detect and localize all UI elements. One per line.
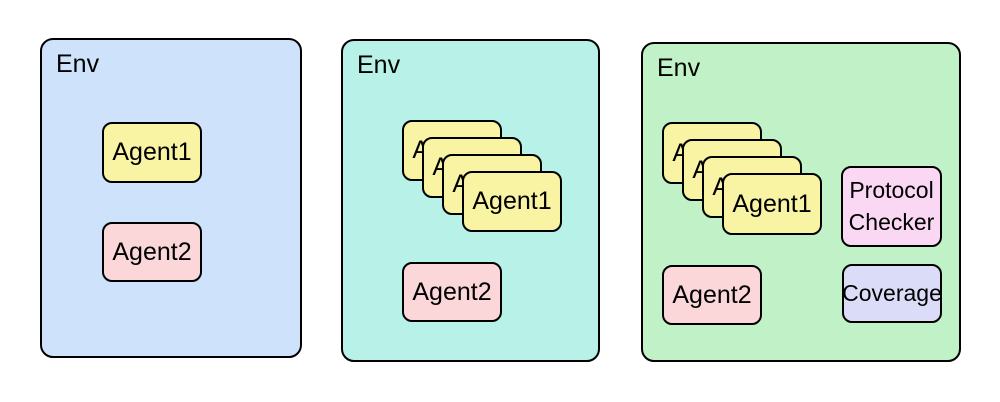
env-panel-1: Env Agent1 Agent2 bbox=[40, 38, 302, 358]
agent2-label: Agent2 bbox=[412, 277, 492, 306]
agent1-box: Agent1 bbox=[102, 122, 202, 183]
agent2-box: Agent2 bbox=[102, 222, 202, 282]
coverage-label: Coverage bbox=[842, 280, 942, 306]
agent1-box-front: Agent1 bbox=[462, 171, 562, 232]
agent2-box: Agent2 bbox=[662, 265, 762, 325]
coverage-box: Coverage bbox=[842, 264, 942, 323]
agent2-box: Agent2 bbox=[402, 262, 502, 322]
env-panel-2: Env Agent1 Agent1 Agent1 Agent1 Agent2 bbox=[341, 39, 600, 362]
agent1-box-front: Agent1 bbox=[722, 173, 822, 235]
env-label: Env bbox=[357, 51, 401, 79]
agent2-label: Agent2 bbox=[672, 280, 752, 309]
env-panel-3: Env Agent1 Agent1 Agent1 Agent1 Protocol… bbox=[641, 42, 961, 362]
agent1-label: Agent1 bbox=[112, 138, 192, 166]
agent1-label: Agent1 bbox=[472, 187, 552, 215]
env-label: Env bbox=[657, 54, 701, 82]
env-label: Env bbox=[56, 50, 100, 78]
agent2-label: Agent2 bbox=[112, 237, 192, 266]
agent1-label: Agent1 bbox=[732, 189, 812, 218]
protocol-checker-box: Protocol Checker bbox=[841, 166, 942, 247]
protocol-checker-label: Protocol Checker bbox=[848, 177, 935, 235]
